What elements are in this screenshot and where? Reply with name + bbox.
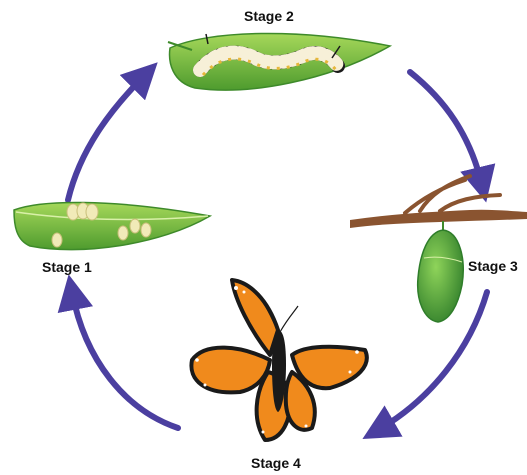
stage-4-label: Stage 4 xyxy=(251,455,301,471)
egg-cluster-icon xyxy=(51,202,152,248)
wing-spots xyxy=(195,286,359,434)
caterpillar-icon xyxy=(193,33,345,77)
stage-2-label: Stage 2 xyxy=(244,8,294,24)
arrow-stage2-to-stage3 xyxy=(407,69,496,203)
arrow-stage4-to-stage1 xyxy=(57,274,181,431)
stage-4-butterfly xyxy=(189,278,369,442)
stage-3-chrysalis-branch xyxy=(350,174,527,323)
leaf-icon xyxy=(13,201,213,251)
stage-1-label: Stage 1 xyxy=(42,259,92,275)
chrysalis-icon xyxy=(416,229,464,323)
butterfly-antennae xyxy=(263,303,299,333)
cycle-arrows xyxy=(57,62,496,440)
leaf-stem xyxy=(167,41,193,51)
stage-2-caterpillar-leaf xyxy=(167,32,393,91)
butterfly-body xyxy=(272,330,286,412)
stage-3-label: Stage 3 xyxy=(468,258,518,274)
arrow-stage1-to-stage2 xyxy=(65,62,158,203)
stage-1-egg-leaf xyxy=(13,201,213,251)
butterfly-icon xyxy=(189,278,369,442)
twig xyxy=(403,174,502,215)
branch-icon xyxy=(350,209,527,228)
arrow-stage3-to-stage4 xyxy=(362,289,490,440)
leaf-vein xyxy=(15,211,209,221)
